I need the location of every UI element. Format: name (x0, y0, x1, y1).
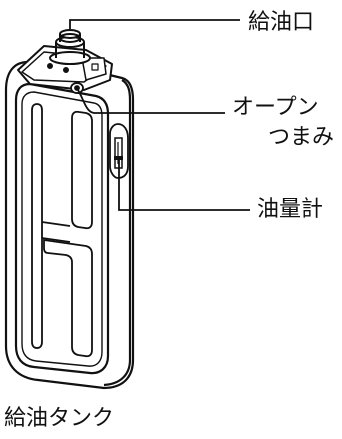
leader-oil-filler (69, 19, 240, 30)
open-knob (70, 82, 84, 94)
tank-caption: 給油タンク (4, 406, 115, 431)
open-knob-label-line2: つまみ (268, 125, 335, 150)
oil-gauge-label: 油量計 (257, 197, 324, 222)
oil-filler-label: 給油口 (248, 10, 315, 35)
callout-lines (69, 19, 250, 211)
filler-cap-assembly (17, 29, 113, 91)
open-knob-label-line1: オープン (232, 95, 319, 120)
tank-body (4, 60, 135, 390)
oil-gauge (109, 123, 129, 179)
tank-ribs (31, 103, 93, 358)
leader-oil-gauge (118, 160, 250, 211)
leader-open-knob (77, 89, 225, 114)
